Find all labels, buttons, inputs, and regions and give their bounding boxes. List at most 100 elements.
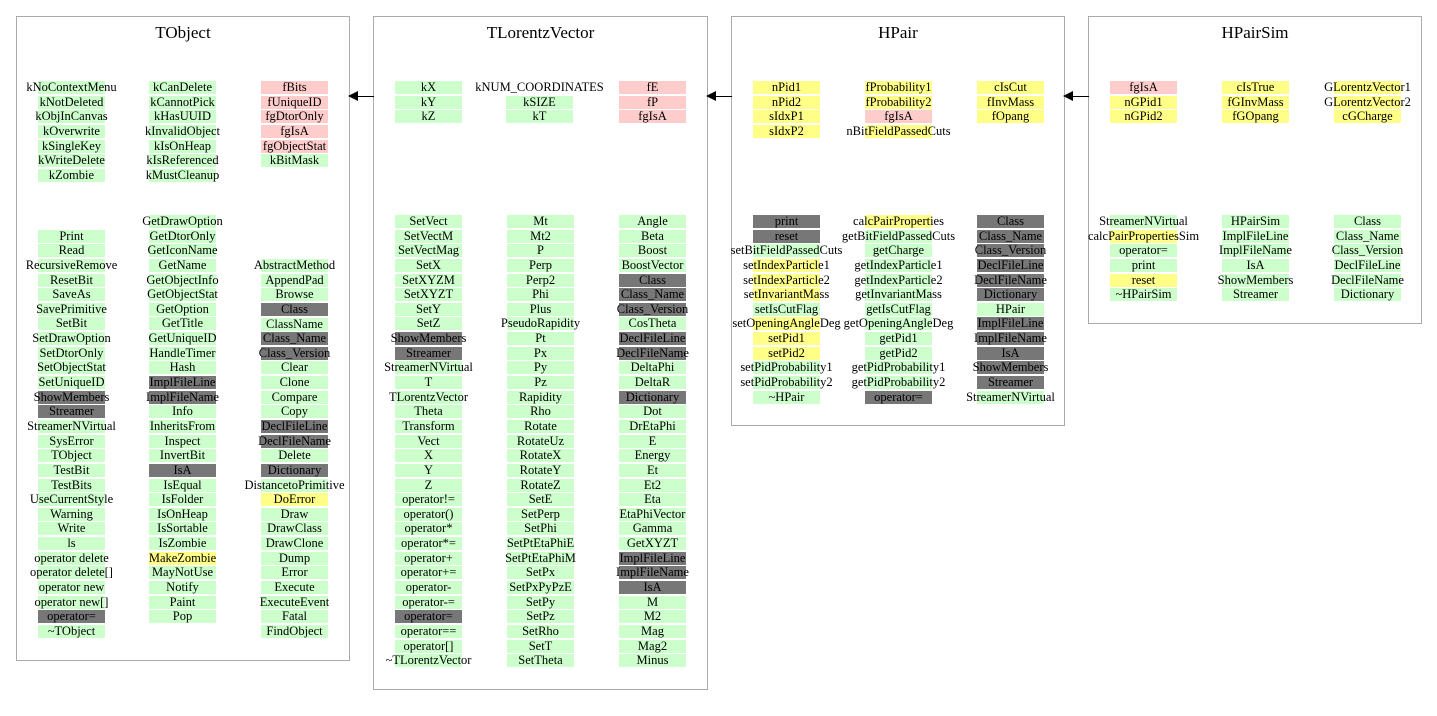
- member-item[interactable]: fGInvMass: [1222, 95, 1289, 109]
- member-item[interactable]: Class: [1334, 215, 1401, 228]
- member-item[interactable]: DoError: [261, 493, 328, 507]
- member-item[interactable]: getIndexParticle1: [854, 258, 943, 272]
- member-item[interactable]: Pz: [507, 376, 574, 390]
- member-item[interactable]: kNUM_COORDINATES: [475, 81, 603, 94]
- member-item[interactable]: Write: [38, 522, 105, 536]
- member-item[interactable]: RecursiveRemove: [26, 258, 117, 272]
- member-item[interactable]: ImplFileName: [146, 390, 219, 404]
- member-item[interactable]: setIsCutFlag: [753, 302, 820, 316]
- member-item[interactable]: RotateZ: [507, 478, 574, 492]
- member-item[interactable]: getPidProbability1: [852, 361, 945, 375]
- member-item[interactable]: InheritsFrom: [149, 419, 216, 433]
- member-item[interactable]: ImplFileName: [974, 332, 1047, 346]
- member-item[interactable]: ImplFileLine: [619, 551, 686, 565]
- member-item[interactable]: Warning: [38, 507, 105, 521]
- member-item[interactable]: Px: [507, 346, 574, 360]
- member-item[interactable]: nGPid2: [1110, 110, 1177, 124]
- member-item[interactable]: GetOption: [149, 302, 216, 316]
- member-item[interactable]: SetPz: [507, 610, 574, 624]
- member-item[interactable]: Notify: [149, 581, 216, 595]
- member-item[interactable]: print: [753, 215, 820, 228]
- member-item[interactable]: getPid2: [865, 346, 932, 360]
- member-item[interactable]: Streamer: [1222, 288, 1289, 302]
- member-item[interactable]: fGOpang: [1222, 110, 1289, 124]
- member-item[interactable]: operator*=: [395, 537, 462, 551]
- member-item[interactable]: nGPid1: [1110, 95, 1177, 109]
- member-item[interactable]: SetY: [395, 302, 462, 316]
- member-item[interactable]: ResetBit: [38, 273, 105, 287]
- member-item[interactable]: P: [507, 244, 574, 258]
- member-item[interactable]: Phi: [507, 288, 574, 302]
- member-item[interactable]: DeclFileLine: [619, 332, 686, 346]
- member-item[interactable]: kOverwrite: [38, 124, 105, 138]
- member-item[interactable]: kBitMask: [261, 154, 328, 168]
- member-item[interactable]: setPid1: [753, 332, 820, 346]
- member-item[interactable]: Inspect: [149, 434, 216, 448]
- member-item[interactable]: Draw: [261, 507, 328, 521]
- member-item[interactable]: RotateUz: [507, 434, 574, 448]
- member-item[interactable]: ImplFileLine: [977, 317, 1044, 331]
- member-item[interactable]: kT: [506, 110, 573, 124]
- member-item[interactable]: GetObjectStat: [147, 288, 218, 302]
- member-item[interactable]: Class_Name: [261, 332, 328, 346]
- member-item[interactable]: M2: [619, 610, 686, 624]
- member-item[interactable]: operator delete: [34, 551, 109, 565]
- member-item[interactable]: print: [1110, 258, 1177, 272]
- member-item[interactable]: fgIsA: [619, 110, 686, 124]
- member-item[interactable]: TestBit: [38, 463, 105, 477]
- member-item[interactable]: Pt: [507, 332, 574, 346]
- member-item[interactable]: SetXYZM: [395, 273, 462, 287]
- member-item[interactable]: Read: [38, 244, 105, 258]
- member-item[interactable]: getOpeningAngleDeg: [844, 317, 953, 331]
- member-item[interactable]: kX: [395, 81, 462, 94]
- member-item[interactable]: Fatal: [261, 610, 328, 624]
- member-item[interactable]: DeltaR: [619, 376, 686, 390]
- member-item[interactable]: kObjInCanvas: [35, 110, 108, 124]
- member-item[interactable]: Execute: [261, 581, 328, 595]
- member-item[interactable]: Minus: [619, 654, 686, 668]
- member-item[interactable]: fgIsA: [1110, 81, 1177, 94]
- member-item[interactable]: SetBit: [38, 317, 105, 331]
- member-item[interactable]: SetUniqueID: [38, 376, 105, 390]
- member-item[interactable]: ExecuteEvent: [260, 595, 329, 609]
- member-item[interactable]: Py: [507, 361, 574, 375]
- member-item[interactable]: Dot: [619, 405, 686, 419]
- member-item[interactable]: getCharge: [865, 244, 932, 258]
- member-item[interactable]: sIdxP1: [753, 110, 820, 124]
- member-item[interactable]: ShowMembers: [391, 332, 466, 346]
- member-item[interactable]: Print: [38, 229, 105, 243]
- member-item[interactable]: Theta: [395, 405, 462, 419]
- member-item[interactable]: fInvMass: [977, 95, 1044, 109]
- member-item[interactable]: Energy: [619, 449, 686, 463]
- member-item[interactable]: Class_Version: [975, 244, 1046, 258]
- member-item[interactable]: SetRho: [507, 624, 574, 638]
- member-item[interactable]: SetObjectStat: [37, 361, 106, 375]
- member-item[interactable]: operator new[]: [35, 595, 108, 609]
- member-item[interactable]: kInvalidObject: [145, 124, 220, 138]
- member-item[interactable]: fgDtorOnly: [261, 110, 328, 124]
- member-item[interactable]: Class_Version: [617, 302, 688, 316]
- member-item[interactable]: fProbability1: [865, 81, 932, 94]
- member-item[interactable]: Class_Name: [977, 229, 1044, 243]
- member-item[interactable]: getIsCutFlag: [865, 302, 932, 316]
- member-item[interactable]: Et: [619, 463, 686, 477]
- member-item[interactable]: GLorentzVector1: [1324, 81, 1411, 94]
- member-item[interactable]: operator=: [38, 610, 105, 624]
- member-item[interactable]: Class_Version: [259, 346, 330, 360]
- member-item[interactable]: setIndexParticle2: [743, 273, 830, 287]
- member-item[interactable]: StreamerNVirtual: [384, 361, 473, 375]
- member-item[interactable]: kMustCleanup: [146, 168, 219, 182]
- member-item[interactable]: RotateY: [507, 463, 574, 477]
- member-item[interactable]: Gamma: [619, 522, 686, 536]
- member-item[interactable]: GetDrawOption: [142, 215, 223, 228]
- member-item[interactable]: Compare: [261, 390, 328, 404]
- member-item[interactable]: operator-=: [395, 595, 462, 609]
- member-item[interactable]: FindObject: [261, 624, 328, 638]
- member-item[interactable]: E: [619, 434, 686, 448]
- member-item[interactable]: Streamer: [977, 376, 1044, 390]
- member-item[interactable]: IsZombie: [149, 537, 216, 551]
- member-item[interactable]: fgIsA: [261, 124, 328, 138]
- member-item[interactable]: HPairSim: [1222, 215, 1289, 228]
- member-item[interactable]: IsSortable: [149, 522, 216, 536]
- member-item[interactable]: ImplFileName: [1219, 244, 1292, 258]
